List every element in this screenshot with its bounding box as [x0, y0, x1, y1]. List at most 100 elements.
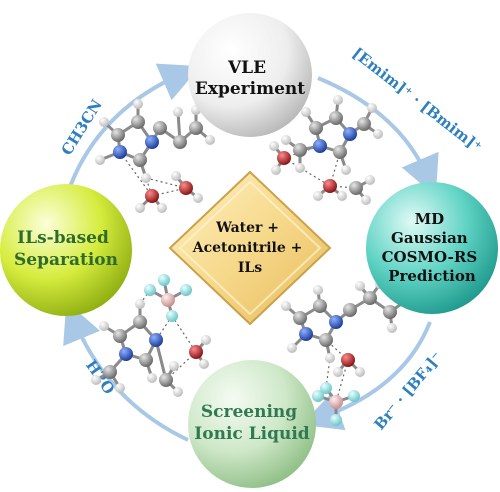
- node-right: MD Gaussian COSMO-RS Prediction: [366, 182, 498, 314]
- atom-h: [95, 155, 105, 165]
- node-bottom-text: Screening Ionic Liquid: [194, 402, 309, 444]
- atom-h: [373, 129, 383, 139]
- atom-f: [320, 382, 332, 394]
- atom-c: [293, 143, 307, 157]
- atom-f: [312, 390, 324, 402]
- atom-o: [145, 189, 159, 203]
- sphere-screening: [188, 360, 316, 488]
- diamond-bevel: [178, 180, 322, 316]
- atom-h: [269, 141, 279, 151]
- atom-h: [141, 173, 151, 183]
- atom-h: [337, 191, 347, 201]
- atom-c: [159, 373, 173, 387]
- atom-h: [135, 203, 145, 213]
- atom-c: [343, 303, 357, 317]
- atom-n: [299, 327, 313, 341]
- atom-h: [99, 321, 109, 331]
- atom-n: [119, 347, 133, 361]
- atom-h: [281, 301, 291, 311]
- atom-n: [145, 135, 159, 149]
- node-top: VLE Experiment: [188, 13, 312, 137]
- atom-c: [113, 329, 127, 343]
- hydrogen-bond: [335, 359, 349, 403]
- atom-h: [341, 165, 351, 175]
- atom-n: [149, 333, 163, 347]
- atom-c: [313, 299, 327, 313]
- atom-c: [319, 333, 333, 347]
- atom-h: [147, 373, 157, 383]
- atom-n: [113, 145, 127, 159]
- sphere-prediction: [366, 182, 498, 314]
- atom-h: [281, 135, 291, 145]
- atom-o: [277, 151, 291, 165]
- atom-h: [313, 285, 323, 295]
- sphere-separation: [0, 184, 132, 316]
- atom-o: [179, 181, 193, 195]
- atom-h: [367, 103, 377, 113]
- arrow-right-to-bottom: [301, 321, 432, 431]
- atom-n: [313, 139, 327, 153]
- atom-c: [383, 305, 397, 319]
- molecule-top-left: [95, 99, 215, 213]
- atom-h: [361, 195, 371, 205]
- atom-c: [357, 117, 371, 131]
- atom-h: [205, 135, 215, 145]
- atom-c: [103, 365, 117, 379]
- atom-c: [189, 121, 203, 135]
- atom-h: [173, 107, 183, 117]
- atom-f: [166, 310, 178, 322]
- atom-h: [157, 203, 167, 213]
- atom-h: [173, 387, 183, 397]
- atom-h: [365, 175, 375, 185]
- sphere-vle: [188, 13, 312, 137]
- atom-f: [330, 414, 342, 426]
- atom-h: [115, 383, 125, 393]
- atom-n: [343, 127, 357, 141]
- label-cations: [Emim]⁺ · [Bmim]⁺: [349, 44, 485, 156]
- label-ch3cn: CH3CN: [58, 96, 106, 159]
- atom-h: [171, 171, 181, 181]
- node-right-text: MD Gaussian COSMO-RS Prediction: [382, 210, 483, 285]
- atom-f: [348, 390, 360, 402]
- node-bottom: Screening Ionic Liquid: [188, 360, 316, 488]
- diamond-shape: [168, 170, 332, 326]
- molecule-top-right: [269, 95, 383, 205]
- atom-c: [363, 291, 377, 305]
- atom-h: [135, 299, 145, 309]
- atom-f: [158, 274, 170, 286]
- atom-h: [99, 117, 109, 127]
- atom-c: [133, 315, 147, 329]
- atom-o: [341, 353, 355, 367]
- atom-h: [333, 367, 343, 377]
- atom-o: [189, 345, 203, 359]
- atom-c: [139, 353, 153, 367]
- node-left: ILs-based Separation: [0, 184, 132, 316]
- center-text: Water + Acetonitrile + ILs: [192, 220, 307, 276]
- node-left-text: ILs-based Separation: [14, 228, 118, 270]
- atom-h: [355, 367, 365, 377]
- atom-b: [161, 293, 175, 307]
- atom-b: [329, 395, 343, 409]
- atom-c: [133, 153, 147, 167]
- arrow-top-to-right: [317, 76, 439, 197]
- atom-o: [323, 179, 337, 193]
- atom-c: [349, 181, 363, 195]
- atom-h: [133, 99, 143, 109]
- atom-h: [333, 95, 343, 105]
- atom-c: [153, 121, 167, 135]
- atom-h: [199, 359, 209, 369]
- hydrogen-bond: [171, 315, 197, 353]
- hydrogen-bond: [145, 177, 187, 189]
- atom-h: [201, 335, 211, 345]
- hydrogen-bond: [283, 157, 331, 187]
- atom-c: [173, 135, 187, 149]
- atom-h: [301, 107, 311, 117]
- atom-h: [271, 165, 281, 175]
- atom-n: [329, 315, 343, 329]
- hydrogen-bond: [119, 151, 153, 197]
- atom-c: [111, 128, 125, 142]
- atom-h: [287, 343, 297, 353]
- atom-c: [329, 111, 343, 125]
